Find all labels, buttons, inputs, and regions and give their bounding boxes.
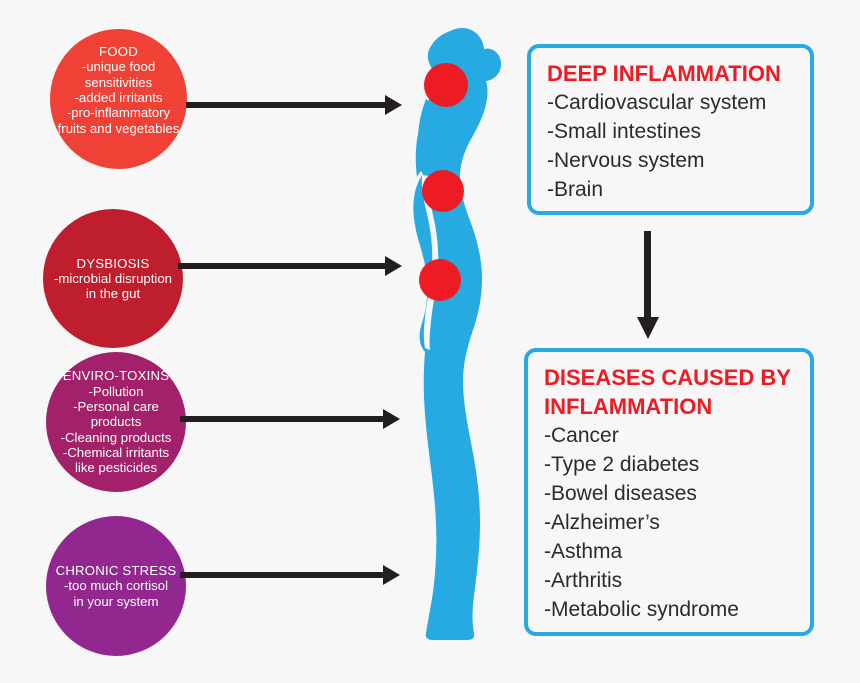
cause-line: -added irritants bbox=[74, 90, 163, 105]
list-item: -Alzheimer’s bbox=[544, 511, 660, 535]
arrow-right-icon bbox=[180, 565, 400, 585]
cause-circle-food: FOOD -unique food sensitivities -added i… bbox=[50, 29, 187, 169]
list-item: -Bowel diseases bbox=[544, 482, 697, 506]
diseases-title-line-1: DISEASES CAUSED BY bbox=[544, 365, 791, 390]
female-body-silhouette-icon bbox=[409, 28, 502, 640]
arrow-right-icon bbox=[180, 409, 400, 429]
arrow-shaft bbox=[178, 263, 385, 269]
cause-line: -Cleaning products bbox=[60, 429, 172, 445]
cause-title-chronic-stress: CHRONIC STRESS bbox=[55, 563, 177, 579]
diseases-box: DISEASES CAUSED BY INFLAMMATION -Cancer … bbox=[524, 348, 814, 636]
cause-line: in your system bbox=[73, 593, 159, 609]
arrow-shaft bbox=[186, 102, 385, 108]
list-item: -Type 2 diabetes bbox=[544, 453, 700, 477]
cause-title-food: FOOD bbox=[99, 44, 138, 60]
deep-inflammation-list: -Cardiovascular system -Small intestines… bbox=[547, 89, 794, 205]
cause-line: -pro-inflammatory bbox=[66, 105, 171, 121]
cause-circle-dysbiosis: DYSBIOSIS -microbial disruption in the g… bbox=[43, 209, 183, 348]
cause-circle-enviro-toxins-text: ENVIRO-TOXINS -Pollution -Personal care … bbox=[46, 368, 186, 475]
arrow-head bbox=[637, 317, 659, 339]
deep-inflammation-title: DEEP INFLAMMATION bbox=[547, 61, 781, 86]
list-item: -Asthma bbox=[544, 540, 623, 564]
list-item: -Metabolic syndrome bbox=[544, 598, 739, 622]
cause-title-enviro-toxins: ENVIRO-TOXINS bbox=[62, 368, 170, 384]
arrow-shaft bbox=[644, 231, 651, 319]
list-item: -Small intestines bbox=[547, 120, 702, 144]
cause-circle-chronic-stress-text: CHRONIC STRESS -too much cortisol in you… bbox=[46, 563, 186, 609]
inflammation-hotspot-chest bbox=[422, 170, 464, 212]
cause-line: sensitivities bbox=[84, 74, 153, 90]
list-item: -Cancer bbox=[544, 424, 619, 448]
cause-circle-dysbiosis-text: DYSBIOSIS -microbial disruption in the g… bbox=[43, 256, 183, 302]
cause-line: in the gut bbox=[85, 286, 141, 302]
list-item: -Arthritis bbox=[544, 569, 623, 593]
cause-circle-chronic-stress: CHRONIC STRESS -too much cortisol in you… bbox=[46, 516, 186, 656]
inflammation-hotspot-head bbox=[424, 63, 468, 107]
arrow-head bbox=[385, 95, 402, 115]
arrow-head bbox=[383, 409, 400, 429]
inflammation-hotspot-gut bbox=[419, 259, 461, 301]
list-item: -Cardiovascular system bbox=[547, 91, 767, 115]
cause-line: -too much cortisol bbox=[63, 578, 169, 594]
cause-title-dysbiosis: DYSBIOSIS bbox=[76, 255, 150, 271]
cause-line: -Personal care products bbox=[73, 399, 159, 430]
cause-line: -microbial disruption bbox=[54, 270, 172, 286]
arrow-shaft bbox=[180, 572, 383, 578]
cause-circle-food-text: FOOD -unique food sensitivities -added i… bbox=[50, 44, 187, 136]
arrow-right-icon bbox=[186, 95, 402, 115]
deep-inflammation-box: DEEP INFLAMMATION -Cardiovascular system… bbox=[527, 44, 814, 215]
cause-line: fruits and vegetables bbox=[57, 120, 180, 136]
diseases-list: -Cancer -Type 2 diabetes -Bowel diseases… bbox=[544, 422, 794, 625]
cause-line: like pesticides bbox=[74, 460, 158, 476]
cause-circle-enviro-toxins: ENVIRO-TOXINS -Pollution -Personal care … bbox=[46, 352, 186, 492]
arrow-down-icon bbox=[637, 231, 659, 339]
diseases-title-line-2: INFLAMMATION bbox=[544, 394, 713, 420]
list-item: -Nervous system bbox=[547, 149, 705, 173]
arrow-shaft bbox=[180, 416, 383, 422]
cause-line: -Chemical irritants bbox=[62, 444, 170, 460]
arrow-right-icon bbox=[178, 256, 402, 276]
arrow-head bbox=[383, 565, 400, 585]
arrow-head bbox=[385, 256, 402, 276]
cause-line: -unique food bbox=[81, 59, 156, 75]
cause-line: -Pollution bbox=[88, 383, 144, 399]
list-item: -Brain bbox=[547, 178, 604, 202]
